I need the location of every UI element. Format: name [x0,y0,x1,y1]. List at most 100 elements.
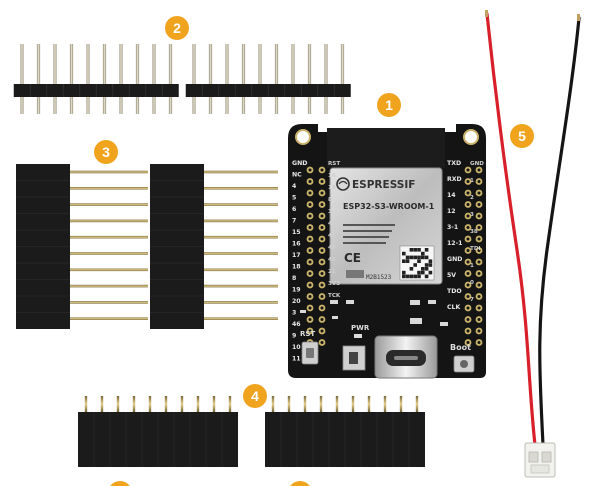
header-pad-hole [466,306,470,310]
header-pin [119,44,123,114]
header-pad-hole [477,180,481,183]
red-wire [485,12,537,447]
tall-socket-left [16,164,148,329]
header-pad-hole [320,191,324,195]
header-pad-hole [477,226,481,229]
header-pad-hole [466,214,470,218]
header-pin [53,44,57,114]
module-id: M2B1523 [366,274,392,281]
header-pin [20,44,24,114]
silk-label: 46 [292,321,301,328]
header-pin [307,44,312,114]
socket-pin [70,235,148,239]
silk-label: 10 [292,344,301,351]
header-pad-hole [466,249,470,252]
silk-label: TDO [447,288,462,295]
socket-pin [212,396,216,412]
qr-cell [409,255,414,260]
qr-cell [402,270,406,275]
silk-label: 1 [470,178,474,184]
battery-cable [485,10,581,478]
header-pad-hole [320,306,324,310]
smd-part [410,300,420,305]
socket-pin [383,396,387,412]
header-pad-hole [308,203,312,206]
header-pad-hole [308,272,312,275]
silk-label: 3 [328,209,332,215]
socket-pin [319,396,323,412]
header-pad-hole [477,329,481,333]
qr-cell [421,251,425,256]
silk-label: 14 [447,192,456,199]
male-pin-header-right [185,44,351,114]
header-pad-hole [308,214,312,218]
socket-pin [180,396,184,412]
silk-label: 5 [292,195,296,202]
header-pad-hole [466,329,470,333]
socket-pin [70,187,148,190]
qr-cell [424,274,429,279]
male-pin-header-left [13,44,179,114]
header-pin [36,44,41,114]
socket-pin [204,219,278,223]
header-pad-hole [308,306,312,310]
header-pad-hole [477,283,481,287]
qr-cell [417,274,421,279]
socket-pin [148,396,152,412]
header-pad-hole [466,260,470,264]
header-pad-hole [308,191,312,195]
header-pad-hole [320,272,324,275]
rst-label: RST [300,330,315,338]
smd-part [330,300,338,304]
socket-pin [70,203,148,206]
socket-pin [204,203,278,206]
header-pin [208,44,213,114]
header-pad-hole [477,295,481,298]
socket-pin [204,268,278,272]
header-pin [258,44,262,114]
qr-code-pattern [402,248,433,279]
header-pin [168,44,173,114]
ce-mark: CE [344,251,361,265]
qr-cell [402,259,406,263]
silk-label: 21 [328,269,336,275]
header-pad-hole [320,283,324,287]
smd-part [440,322,448,326]
svg-text:3: 3 [102,144,110,160]
header-pad-hole [308,180,312,183]
silk-label: TCK [328,293,341,299]
header-pad-hole [308,168,312,172]
silk-label: TDI [470,246,481,252]
header-pad-hole [477,191,481,195]
qr-cell [409,267,414,271]
silk-label: 3 [292,310,296,317]
smd-part [332,316,338,319]
header-pad-hole [466,272,470,275]
silk-right-labels: TXDRXD14123-112-1GND5VTDOCLKGND12338TDI1… [447,160,484,311]
header-pin [152,44,156,114]
header-pad-hole [477,203,481,206]
silk-left-labels: GNDNC4567151617188192034691011RST1618834… [292,160,341,363]
esp32-s3-board: ESPRESSIF ESP32-S3-WROOM-1 CE M2B1523 GN… [288,124,486,379]
header-pad-hole [466,191,470,195]
socket-pin [70,252,148,255]
mount-hole-left [295,129,311,145]
qr-cell [424,267,429,271]
socket-pin [204,317,278,320]
header-pin [192,44,196,114]
pwr-led [354,334,362,338]
header-pad-hole [320,249,324,252]
silk-label: 11 [292,356,301,363]
header-pin [69,44,74,114]
qr-cell [417,270,421,275]
header-pad-hole [466,226,470,229]
header-pin [274,44,279,114]
socket-pin [228,396,232,412]
socket-pin [70,219,148,223]
socket-pin [196,396,200,412]
header-pad-hole [320,260,324,264]
silk-label: 7 [292,218,296,225]
qr-cell [409,248,414,252]
header-pin [225,44,229,114]
socket-pin [204,170,278,174]
